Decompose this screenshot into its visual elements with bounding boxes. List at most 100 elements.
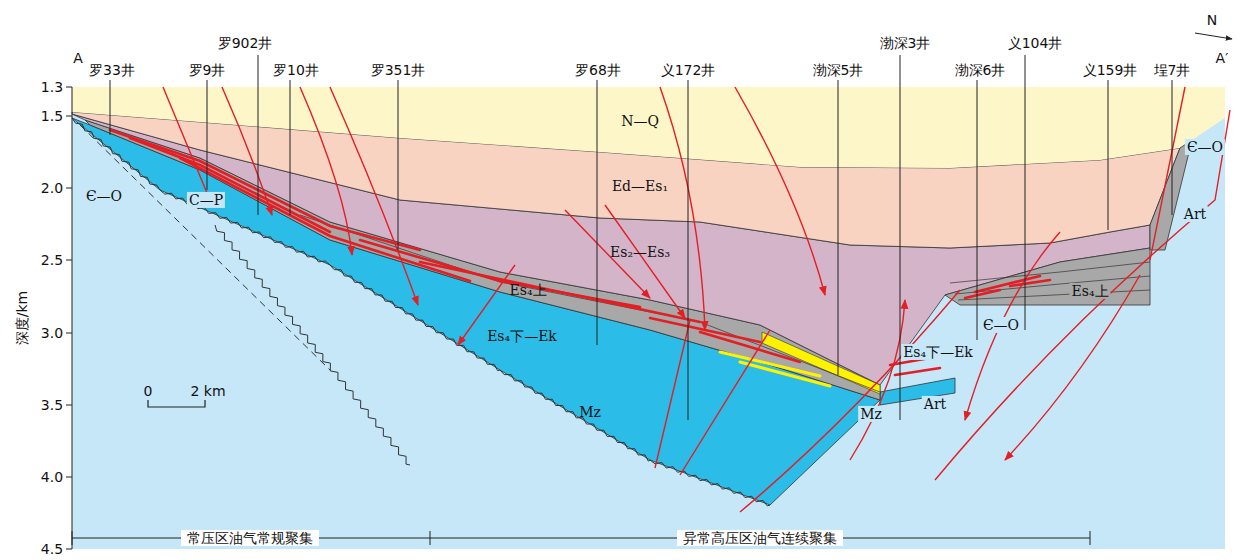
well-name: 罗9井 xyxy=(187,62,228,78)
axis-tick-label: 4.0 xyxy=(39,469,65,485)
section-path xyxy=(420,262,700,322)
well-name: 渤深6井 xyxy=(953,62,1008,78)
well-name: 义159井 xyxy=(1081,62,1140,78)
well-name: 罗10井 xyxy=(271,62,321,78)
section-path xyxy=(740,362,830,386)
section-end-label: A′ xyxy=(1214,50,1231,66)
section-line xyxy=(66,188,72,189)
strata-label: Es₄下—Ek xyxy=(901,344,975,360)
section-line xyxy=(1108,80,1109,230)
section-line xyxy=(110,80,111,135)
section-path xyxy=(720,352,820,376)
strata-label: Es₂—Es₃ xyxy=(608,244,672,260)
strata-label: Mz xyxy=(577,404,603,420)
section-line xyxy=(1172,80,1173,215)
well-lines xyxy=(110,55,1172,420)
section-line xyxy=(290,80,291,215)
axis-tick-label: 2.5 xyxy=(39,252,65,268)
section-line xyxy=(688,80,689,420)
section-path xyxy=(895,368,940,375)
section-line xyxy=(258,55,259,215)
unconformity-line xyxy=(72,118,770,506)
section-line xyxy=(66,333,72,334)
section-line xyxy=(66,477,72,478)
well-name: 罗33井 xyxy=(87,62,137,78)
section-line xyxy=(597,80,598,345)
es4-upper-right-block xyxy=(945,248,1150,305)
section-path xyxy=(300,87,352,255)
section-end-label: A xyxy=(71,50,85,66)
axis-tick-label: 1.3 xyxy=(39,79,65,95)
fault-lines xyxy=(163,87,1230,512)
section-path xyxy=(975,276,1040,292)
well-name: 渤深5井 xyxy=(811,62,866,78)
basement-ground xyxy=(72,87,1225,549)
axis-title: 深度/km xyxy=(14,289,30,347)
axis-tick-label: 3.5 xyxy=(39,397,65,413)
section-path xyxy=(680,330,770,475)
zone-label: 常压区油气常规聚集 xyxy=(181,530,319,546)
strata-label: Ed—Es₁ xyxy=(610,178,670,194)
section-line xyxy=(1090,531,1091,545)
strata-label: C—P xyxy=(187,192,225,208)
axis-tick-label: 4.5 xyxy=(39,541,65,557)
section-line xyxy=(207,80,208,190)
well-name: 罗351井 xyxy=(369,62,428,78)
strata-label: Є—O xyxy=(981,317,1021,333)
scale-label: 0 xyxy=(142,383,155,399)
strata-label: Es₄上 xyxy=(507,282,548,298)
zigzag-boundary xyxy=(215,225,410,465)
well-name: 义172井 xyxy=(659,62,718,78)
strata-label: N—Q xyxy=(619,113,661,129)
north-label: N xyxy=(1205,12,1219,28)
depth-axis xyxy=(66,87,72,549)
north-arrow xyxy=(1195,33,1232,39)
section-line xyxy=(838,80,839,375)
section-path xyxy=(700,332,800,362)
section-path xyxy=(605,205,685,318)
sand-lenses xyxy=(720,352,830,386)
strata-label: Mz xyxy=(858,406,884,422)
bedding-lines xyxy=(300,215,1150,392)
section-line xyxy=(66,405,72,406)
strata-label: Art xyxy=(1182,206,1208,222)
section-path xyxy=(163,87,212,205)
nq-layer xyxy=(72,87,1225,168)
oil-gas-lenses xyxy=(110,130,1050,375)
axis-tick-label: 1.5 xyxy=(39,108,65,124)
well-name: 埕7井 xyxy=(1152,62,1193,78)
section-line xyxy=(900,55,901,420)
section-path xyxy=(360,240,640,307)
section-path xyxy=(660,87,705,330)
axis-tick-label: 2.0 xyxy=(39,180,65,196)
section-line xyxy=(66,116,72,117)
scale-bar xyxy=(148,400,205,407)
section-path xyxy=(735,87,825,295)
section-path xyxy=(330,87,418,305)
section-path xyxy=(655,320,690,468)
section-path xyxy=(965,232,1060,420)
section-line xyxy=(72,87,73,549)
scale-label: 2 km xyxy=(188,383,227,399)
section-line xyxy=(398,80,399,250)
strata-label: Є—O xyxy=(1185,139,1225,155)
section-path xyxy=(740,290,960,512)
section-line xyxy=(430,531,431,545)
section-line xyxy=(977,80,978,340)
strata-label: Es₄上 xyxy=(1069,283,1110,299)
strata-label: Es₄下—Ek xyxy=(485,328,559,344)
section-path xyxy=(222,87,272,215)
strata-label: Є—O xyxy=(84,188,124,204)
section-path xyxy=(850,300,905,460)
section-path xyxy=(958,290,1150,300)
well-name: 罗68井 xyxy=(573,62,623,78)
section-line xyxy=(66,260,72,261)
section-path xyxy=(1150,87,1185,260)
well-name: 渤深3井 xyxy=(878,35,933,51)
section-path xyxy=(935,110,1230,480)
well-name: 义104井 xyxy=(1006,35,1065,51)
section-line xyxy=(72,531,73,545)
zone-label: 异常高压区油气连续聚集 xyxy=(677,530,843,546)
